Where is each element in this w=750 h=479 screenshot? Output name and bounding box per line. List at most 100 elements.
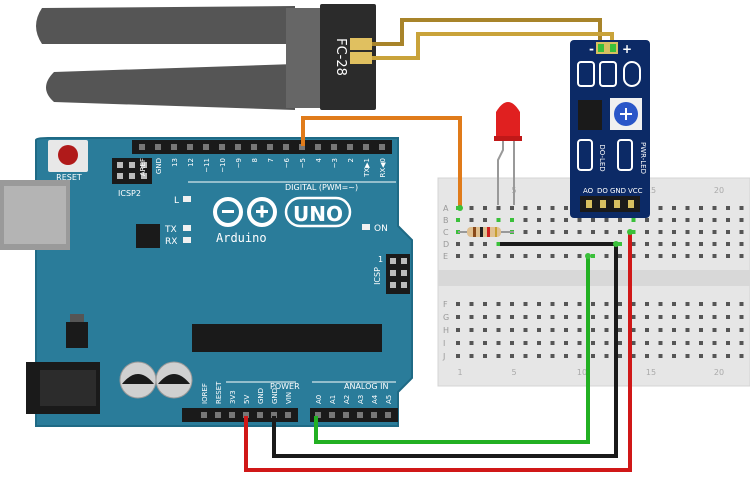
breadboard-hole xyxy=(631,242,636,246)
breadboard-hole xyxy=(456,328,460,332)
icsp-pin-1-label: 1 xyxy=(378,255,383,264)
digital-pin-label: ~11 xyxy=(203,158,211,173)
breadboard-hole xyxy=(604,254,609,258)
breadboard-hole xyxy=(469,206,474,210)
breadboard-hole xyxy=(456,341,460,345)
atmega-chip xyxy=(192,324,382,352)
digital-pin-label: RX◀0 xyxy=(379,158,387,178)
breadboard-hole xyxy=(496,206,501,210)
breadboard-hole xyxy=(618,354,622,358)
breadboard-hole xyxy=(658,302,663,306)
led-tx xyxy=(183,225,191,231)
breadboard-hole xyxy=(726,206,730,210)
breadboard-hole xyxy=(712,302,717,306)
breadboard-hole xyxy=(523,230,528,234)
digital-pin-hole xyxy=(363,144,369,150)
breadboard-hole xyxy=(712,206,717,210)
breadboard-hole xyxy=(658,206,663,210)
digital-pin-hole xyxy=(331,144,337,150)
breadboard-hole xyxy=(726,218,730,222)
regulator-tab xyxy=(70,314,84,322)
power-pin-hole xyxy=(285,412,291,418)
icsp-pin xyxy=(401,258,407,264)
breadboard-hole xyxy=(685,218,690,222)
digital-pin-label: AREF xyxy=(139,158,147,176)
power-pin-hole xyxy=(257,412,263,418)
icsp-pin xyxy=(401,282,407,288)
breadboard-hole xyxy=(685,302,690,306)
breadboard-hole xyxy=(456,315,460,319)
breadboard-col-label: 15 xyxy=(646,186,656,195)
breadboard-hole xyxy=(577,315,582,319)
led-rim xyxy=(494,136,522,141)
breadboard-hole xyxy=(537,341,541,345)
breadboard-hole xyxy=(658,254,663,258)
probe-pin-1 xyxy=(350,38,372,50)
breadboard-hole xyxy=(591,254,595,258)
breadboard-hole xyxy=(699,315,703,319)
breadboard-hole xyxy=(672,341,676,345)
wire-end-orange xyxy=(457,205,463,211)
digital-pin-label: TX▶1 xyxy=(363,158,371,178)
breadboard-hole xyxy=(591,302,595,306)
reset-button-cap[interactable] xyxy=(58,145,78,165)
digital-pin-hole xyxy=(267,144,273,150)
breadboard-col-label: 5 xyxy=(511,368,516,377)
wire-end-black xyxy=(613,241,619,247)
breadboard-hole xyxy=(496,328,501,332)
breadboard-row-label: E xyxy=(443,252,448,261)
arduino-brand: Arduino xyxy=(216,231,267,245)
digital-pin-hole xyxy=(187,144,193,150)
breadboard-hole xyxy=(537,328,541,332)
module-chip xyxy=(578,100,602,130)
breadboard-hole xyxy=(483,315,487,319)
icsp2-label: ICSP2 xyxy=(118,189,141,198)
breadboard-hole xyxy=(564,315,568,319)
module-pwr-led-label: PWR-LED xyxy=(639,142,647,174)
breadboard-row-label: A xyxy=(443,204,449,213)
digital-header xyxy=(132,140,392,154)
breadboard-hole xyxy=(712,230,717,234)
breadboard-hole xyxy=(496,302,501,306)
analog-pin-hole xyxy=(371,412,377,418)
led-l xyxy=(183,196,191,202)
breadboard-hole xyxy=(604,341,609,345)
breadboard-hole xyxy=(712,218,717,222)
breadboard-hole xyxy=(591,218,595,222)
module-pin-label-minus: - xyxy=(589,42,594,56)
probe-head xyxy=(320,4,376,110)
breadboard-hole xyxy=(577,341,582,345)
usb-chip xyxy=(136,224,160,248)
breadboard-hole xyxy=(537,315,541,319)
breadboard-hole xyxy=(537,230,541,234)
wire-probe-gold-1 xyxy=(372,18,602,48)
led-leg-cathode xyxy=(497,141,504,205)
breadboard-hole xyxy=(537,218,541,222)
red-led xyxy=(494,102,522,205)
breadboard-hole xyxy=(672,242,676,246)
icsp2-pin xyxy=(141,173,147,179)
breadboard-hole xyxy=(496,341,501,345)
analog-pin-hole xyxy=(385,412,391,418)
digital-pin-label: 7 xyxy=(267,158,275,162)
wire-end-green xyxy=(585,253,591,259)
breadboard-hole xyxy=(496,315,501,319)
breadboard-channel xyxy=(438,270,750,286)
breadboard-hole xyxy=(456,302,460,306)
breadboard-hole xyxy=(645,230,649,234)
breadboard-row-label: D xyxy=(443,240,449,249)
breadboard-hole xyxy=(726,354,730,358)
breadboard-hole xyxy=(699,230,703,234)
breadboard-hole xyxy=(591,315,595,319)
breadboard-hole xyxy=(739,302,744,306)
breadboard-hole xyxy=(523,328,528,332)
breadboard-hole xyxy=(510,254,514,258)
breadboard-hole xyxy=(564,254,568,258)
breadboard-hole xyxy=(685,341,690,345)
breadboard-hole xyxy=(564,341,568,345)
breadboard-row-label: J xyxy=(442,352,445,361)
module-pwr-led-pad xyxy=(617,139,633,171)
